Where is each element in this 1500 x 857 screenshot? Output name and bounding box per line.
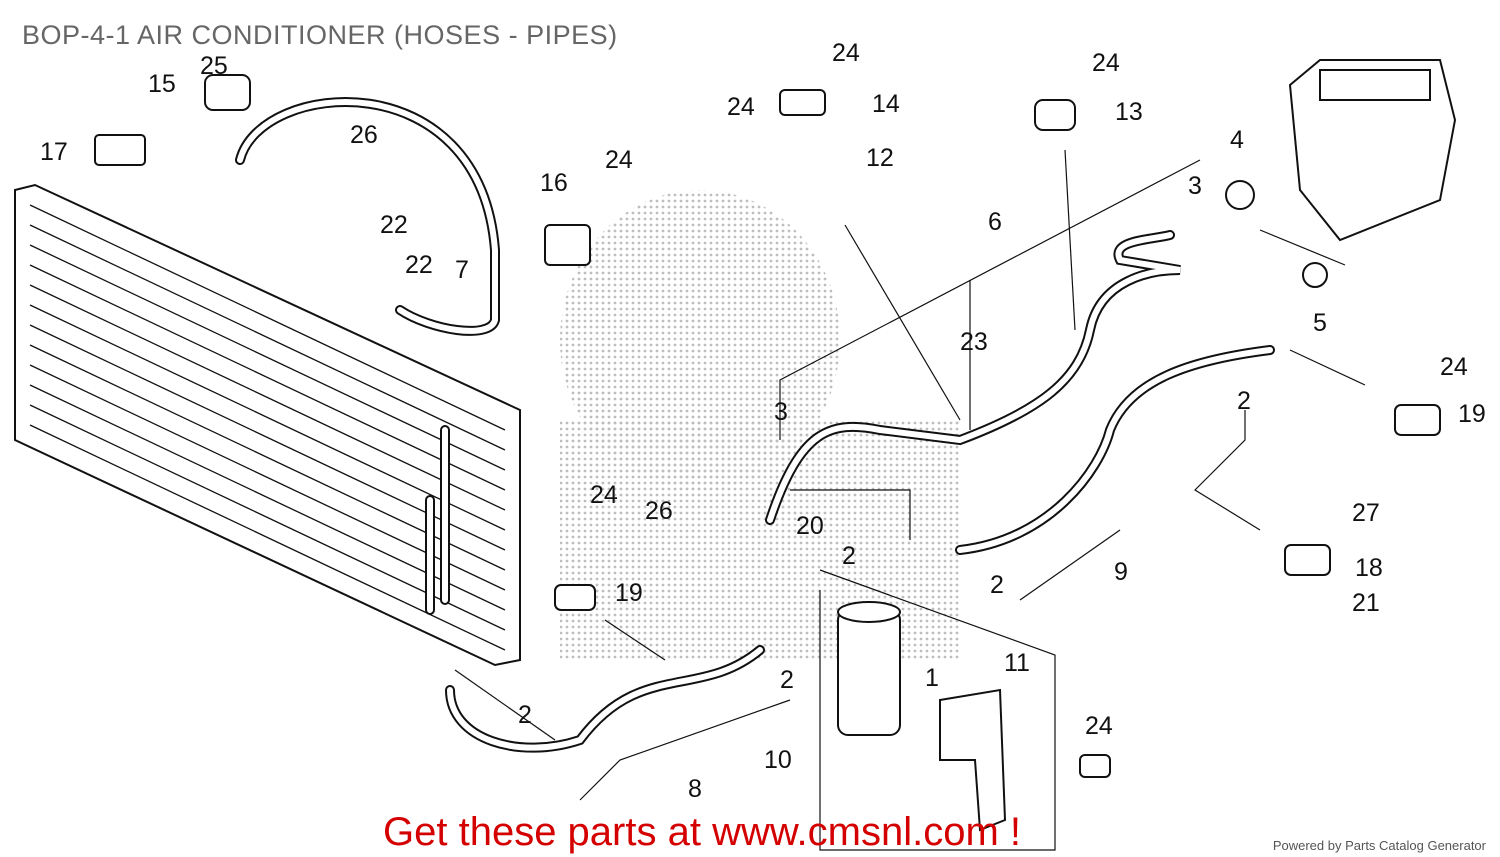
callout-label: 2	[1237, 387, 1251, 415]
callout-label: 2	[842, 542, 856, 570]
callout-label: 3	[1188, 172, 1202, 200]
callout-label: 22	[380, 211, 408, 239]
callout-label: 24	[1092, 49, 1120, 77]
leader-lines	[454, 149, 1366, 851]
receiver-dryer	[837, 601, 901, 736]
callout-label: 3	[774, 398, 788, 426]
callout-label: 16	[540, 169, 568, 197]
callout-label: 22	[405, 251, 433, 279]
callout-label: 6	[988, 208, 1002, 236]
callout-label: 26	[645, 497, 673, 525]
callout-label: 23	[960, 328, 988, 356]
callout-label: 24	[1085, 712, 1113, 740]
callout-label: 7	[455, 256, 469, 284]
callout-label: 14	[872, 90, 900, 118]
callout-label: 2	[990, 571, 1004, 599]
callout-label: 2	[518, 701, 532, 729]
callout-label: 10	[764, 746, 792, 774]
callout-label: 2	[780, 666, 794, 694]
callout-label: 24	[727, 93, 755, 121]
callout-label: 24	[590, 481, 618, 509]
bracket	[939, 688, 1007, 832]
callout-label: 1	[925, 664, 939, 692]
callout-label: 20	[796, 512, 824, 540]
callout-label: 18	[1355, 554, 1383, 582]
callout-label: 4	[1230, 126, 1244, 154]
callout-label: 13	[1115, 98, 1143, 126]
callout-label: 15	[148, 70, 176, 98]
powered-by-text: Powered by Parts Catalog Generator	[1272, 838, 1486, 853]
callout-label: 19	[1458, 400, 1486, 428]
callout-label: 24	[1440, 353, 1468, 381]
callout-label: 24	[605, 146, 633, 174]
evaporator-unit	[1288, 59, 1457, 242]
page-title: BOP-4-1 AIR CONDITIONER (HOSES - PIPES)	[22, 20, 618, 50]
callout-label: 27	[1352, 499, 1380, 527]
callout-label: 19	[615, 579, 643, 607]
callout-label: 9	[1114, 558, 1128, 586]
callout-label: 8	[688, 775, 702, 803]
callout-label: 25	[200, 52, 228, 80]
get-parts-link[interactable]: Get these parts at www.cmsnl.com !	[383, 810, 1021, 854]
callout-label: 17	[40, 138, 68, 166]
callout-label: 24	[832, 39, 860, 67]
callout-label: 11	[1004, 649, 1030, 677]
callout-label: 12	[866, 144, 894, 172]
callout-label: 21	[1352, 589, 1380, 617]
fittings	[94, 74, 1441, 778]
callout-label: 26	[350, 121, 378, 149]
callout-label: 5	[1313, 309, 1327, 337]
